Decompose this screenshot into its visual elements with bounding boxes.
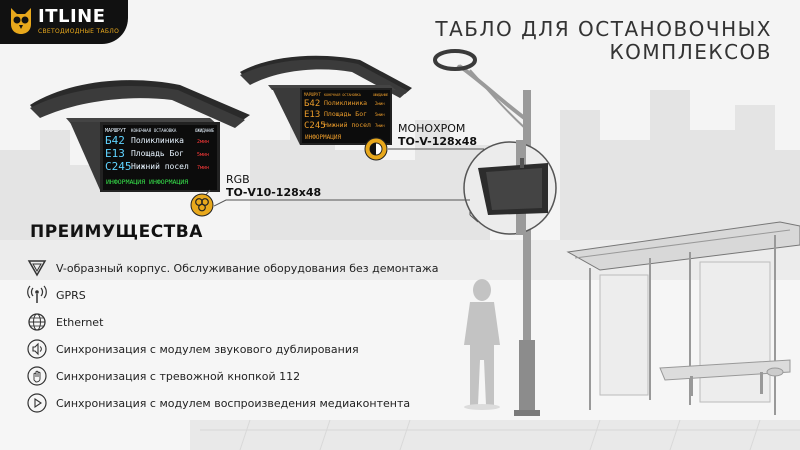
brand-tagline: СВЕТОДИОДНЫЕ ТАБЛО bbox=[38, 28, 120, 35]
brand-name: ITLINE bbox=[38, 6, 106, 27]
mono-wait: 7мин bbox=[375, 123, 385, 128]
rgb-led-screen: МАРШРУТ КОНЕЧНАЯ ОСТАНОВКА ОЖИДАНИЕ Б42 … bbox=[105, 128, 215, 186]
feature-text: Синхронизация с тревожной кнопкой 112 bbox=[56, 369, 301, 383]
rgb-row: С245 Нижний посел 7мин bbox=[105, 160, 209, 173]
mono-header-stop: КОНЕЧНАЯ ОСТАНОВКА bbox=[324, 93, 361, 97]
play-icon bbox=[27, 393, 47, 413]
monochrome-icon bbox=[364, 137, 388, 161]
bus-shelter bbox=[566, 221, 800, 415]
rgb-route: Б42 bbox=[105, 134, 125, 147]
feature-item: Ethernet bbox=[26, 311, 103, 333]
rgb-header-wait: ОЖИДАНИЕ bbox=[195, 128, 215, 133]
advantages-title: ПРЕИМУЩЕСТВА bbox=[30, 222, 203, 242]
rgb-wait: 7мин bbox=[197, 165, 209, 171]
rgb-wait: 5мин bbox=[197, 152, 209, 158]
rgb-route: С245 bbox=[105, 160, 132, 173]
mono-row: Б42 Поликлиника 2мин bbox=[304, 99, 385, 109]
mono-display-unit bbox=[240, 55, 412, 151]
feature-item: V-образный корпус. Обслуживание оборудов… bbox=[26, 257, 439, 279]
feature-item: Синхронизация с модулем воспроизведения … bbox=[26, 392, 410, 414]
mono-row: Е13 Площадь Бог 5мин bbox=[304, 110, 385, 120]
rgb-leader-line bbox=[214, 199, 470, 207]
brand-logo: ITLINE СВЕТОДИОДНЫЕ ТАБЛО bbox=[0, 0, 128, 44]
v-shape-icon bbox=[27, 260, 47, 277]
rgb-display-unit bbox=[30, 80, 250, 203]
owl-logo-icon bbox=[11, 8, 31, 34]
feature-item: GPRS bbox=[26, 284, 86, 306]
page-title-line: ТАБЛО ДЛЯ ОСТАНОВОЧНЫХ bbox=[435, 17, 772, 41]
rgb-row: Б42 Поликлиника 2мин bbox=[105, 134, 209, 147]
model-type: МОНОХРОМ bbox=[398, 122, 466, 135]
mono-header-wait: ОЖИДАНИЕ bbox=[373, 93, 388, 97]
rgb-route: Е13 bbox=[105, 147, 125, 160]
rgb-stop: Поликлиника bbox=[131, 136, 184, 145]
zoom-callout bbox=[463, 140, 557, 235]
person-silhouette bbox=[464, 279, 500, 410]
mono-route: Б42 bbox=[304, 99, 320, 109]
mono-wait: 5мин bbox=[375, 112, 385, 117]
model-label-mono: МОНОХРОМ ТО-V-128x48 bbox=[398, 122, 477, 148]
model-label-rgb: RGB ТО-V10-128x48 bbox=[226, 173, 321, 199]
feature-text: Синхронизация с модулем звукового дублир… bbox=[56, 342, 359, 356]
page-title: ТАБЛО ДЛЯ ОСТАНОВОЧНЫХ КОМПЛЕКСОВ bbox=[435, 18, 772, 64]
sidewalk-lines bbox=[200, 419, 800, 450]
model-code: ТО-V10-128x48 bbox=[226, 186, 322, 199]
mono-stop: Поликлиника bbox=[324, 99, 367, 107]
feature-item: Синхронизация с модулем звукового дублир… bbox=[26, 338, 359, 360]
mono-footer: ИНФОРМАЦИЯ bbox=[305, 134, 342, 141]
speaker-icon bbox=[27, 339, 47, 359]
sidewalk bbox=[190, 420, 800, 450]
gprs-antenna-icon bbox=[27, 285, 47, 303]
rgb-header-route: МАРШРУТ bbox=[105, 128, 126, 134]
model-type: RGB bbox=[226, 173, 250, 186]
mono-leader-line bbox=[388, 148, 484, 150]
mono-header-route: МАРШРУТ bbox=[304, 92, 321, 97]
globe-icon bbox=[28, 313, 46, 331]
rgb-color-icon bbox=[190, 193, 214, 217]
feature-item: Синхронизация с тревожной кнопкой 112 bbox=[26, 365, 300, 387]
mono-route: С245 bbox=[304, 121, 326, 131]
feature-text: GPRS bbox=[56, 288, 86, 302]
rgb-footer: ИНФОРМАЦИЯ ИНФОРМАЦИЯ bbox=[106, 178, 188, 186]
mono-wait: 2мин bbox=[375, 101, 385, 106]
rgb-wait: 2мин bbox=[197, 139, 209, 145]
mono-route: Е13 bbox=[304, 110, 320, 120]
rgb-stop: Площадь Бог bbox=[131, 149, 184, 158]
mono-stop: Площадь Бог bbox=[324, 110, 367, 118]
feature-text: Синхронизация с модулем воспроизведения … bbox=[56, 396, 411, 410]
mono-row: С245 Нижний посел 7мин bbox=[304, 121, 385, 131]
alarm-hand-icon bbox=[27, 366, 47, 386]
page-title-line: КОМПЛЕКСОВ bbox=[609, 40, 772, 64]
feature-text: Ethernet bbox=[56, 315, 104, 329]
mono-stop: Нижний посел bbox=[324, 121, 371, 129]
lamp-post bbox=[433, 49, 540, 416]
feature-text: V-образный корпус. Обслуживание оборудов… bbox=[56, 261, 439, 275]
rgb-header-stop: КОНЕЧНАЯ ОСТАНОВКА bbox=[131, 128, 177, 133]
mono-led-screen: МАРШРУТ КОНЕЧНАЯ ОСТАНОВКА ОЖИДАНИЕ Б42 … bbox=[304, 92, 388, 141]
rgb-stop: Нижний посел bbox=[131, 162, 189, 171]
model-code: ТО-V-128x48 bbox=[398, 135, 478, 148]
rgb-row: Е13 Площадь Бог 5мин bbox=[105, 147, 209, 160]
